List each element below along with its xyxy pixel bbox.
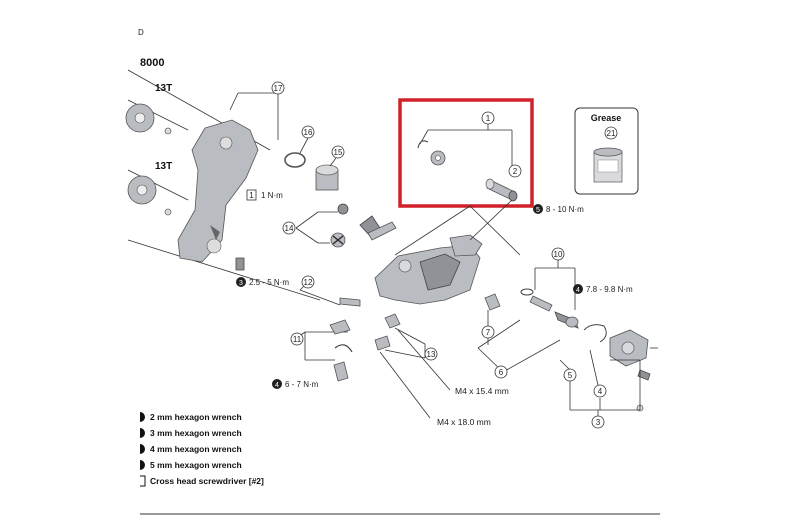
grease-title: Grease (591, 113, 622, 123)
tool-legend: 2 mm hexagon wrench 3 mm hexagon wrench … (140, 412, 264, 487)
callout-15 (331, 145, 345, 159)
sprocket-label: 13T (155, 83, 172, 94)
legend-item: Cross head screwdriver [#2] (150, 476, 264, 486)
svg-text:4: 4 (275, 382, 279, 389)
torque-spec-4mm: 4 7.8 - 9.8 N·m (573, 284, 633, 294)
callout-14 (282, 221, 296, 235)
callout-number: 14 (285, 224, 294, 233)
screw-icon (374, 313, 401, 351)
link-arm-icon (359, 215, 397, 241)
svg-text:1 N·m: 1 N·m (261, 191, 283, 200)
legend-item: 5 mm hexagon wrench (150, 460, 242, 470)
svg-text:7.8 - 9.8 N·m: 7.8 - 9.8 N·m (586, 285, 633, 294)
callout-number: 1 (486, 114, 491, 123)
callout-1 (481, 111, 495, 125)
callout-number: 17 (274, 84, 283, 93)
callout-5 (593, 384, 607, 398)
torque-spec-5mm: 5 8 - 10 N·m (533, 204, 584, 214)
model-label: 8000 (140, 57, 164, 69)
callout-number: 13 (427, 350, 436, 359)
callout-6 (563, 368, 577, 382)
spring-icon (330, 203, 349, 248)
bolt-size-label: M4 x 18.0 mm (437, 417, 491, 427)
bushing-icon (315, 164, 339, 191)
grease-jar-icon (593, 147, 623, 183)
legend-item: 3 mm hexagon wrench (150, 428, 242, 438)
lower-pulley-icon (127, 175, 172, 216)
highlight-box (398, 98, 534, 208)
cable-housing-icon (583, 324, 651, 412)
callout-11 (424, 347, 438, 361)
callout-2 (508, 164, 522, 178)
cable-clamp-icon (417, 140, 446, 166)
svg-text:3: 3 (239, 280, 243, 287)
page-fragment: D (138, 28, 144, 37)
callout-number: 4 (598, 387, 603, 396)
callout-number: 6 (499, 368, 504, 377)
sprocket-label: 13T (155, 161, 172, 172)
b-tension-bolt-icon (520, 288, 579, 329)
callout-12 (290, 332, 304, 346)
bolt-size-label: M4 x 15.4 mm (455, 386, 509, 396)
callout-number: 21 (607, 129, 616, 138)
legend-item: 2 mm hexagon wrench (150, 412, 242, 422)
callout-number: 15 (334, 148, 343, 157)
derailleur-body-icon (374, 234, 483, 305)
callout-number: 2 (513, 167, 518, 176)
callout-16 (301, 125, 315, 139)
svg-text:6 - 7 N·m: 6 - 7 N·m (285, 380, 319, 389)
legend-item: 4 mm hexagon wrench (150, 444, 242, 454)
callout-10 (551, 247, 565, 261)
svg-text:8 - 10 N·m: 8 - 10 N·m (546, 205, 584, 214)
callout-number: 5 (568, 371, 573, 380)
callout-3 (591, 415, 605, 429)
inner-cage-plate-icon (177, 119, 259, 263)
torque-spec-3mm: 3 2.5 - 5 N·m (236, 277, 289, 287)
callout-number: 11 (293, 335, 302, 344)
small-bolt-icon (484, 293, 501, 311)
callout-13 (301, 275, 315, 289)
upper-pulley-icon (125, 103, 172, 135)
pulley-bolt-icon (329, 319, 353, 382)
svg-text:2.5 - 5 N·m: 2.5 - 5 N·m (249, 278, 289, 287)
ring-icon (284, 152, 306, 168)
svg-text:4: 4 (576, 287, 580, 294)
svg-text:1: 1 (249, 191, 254, 200)
callout-number: 12 (304, 278, 313, 287)
torque-spec-screwdriver: 1 1 N·m (246, 189, 283, 201)
callout-number: 3 (596, 418, 601, 427)
callout-17 (271, 81, 285, 95)
grease-panel: Grease 21 (574, 107, 639, 195)
callout-7 (494, 365, 508, 379)
svg-text:5: 5 (536, 207, 540, 214)
torque-spec-4mm: 4 6 - 7 N·m (272, 379, 319, 389)
callout-number: 16 (304, 128, 313, 137)
callout-number: 7 (486, 328, 491, 337)
mounting-bolt-icon (485, 178, 518, 202)
callout-number: 10 (554, 250, 563, 259)
